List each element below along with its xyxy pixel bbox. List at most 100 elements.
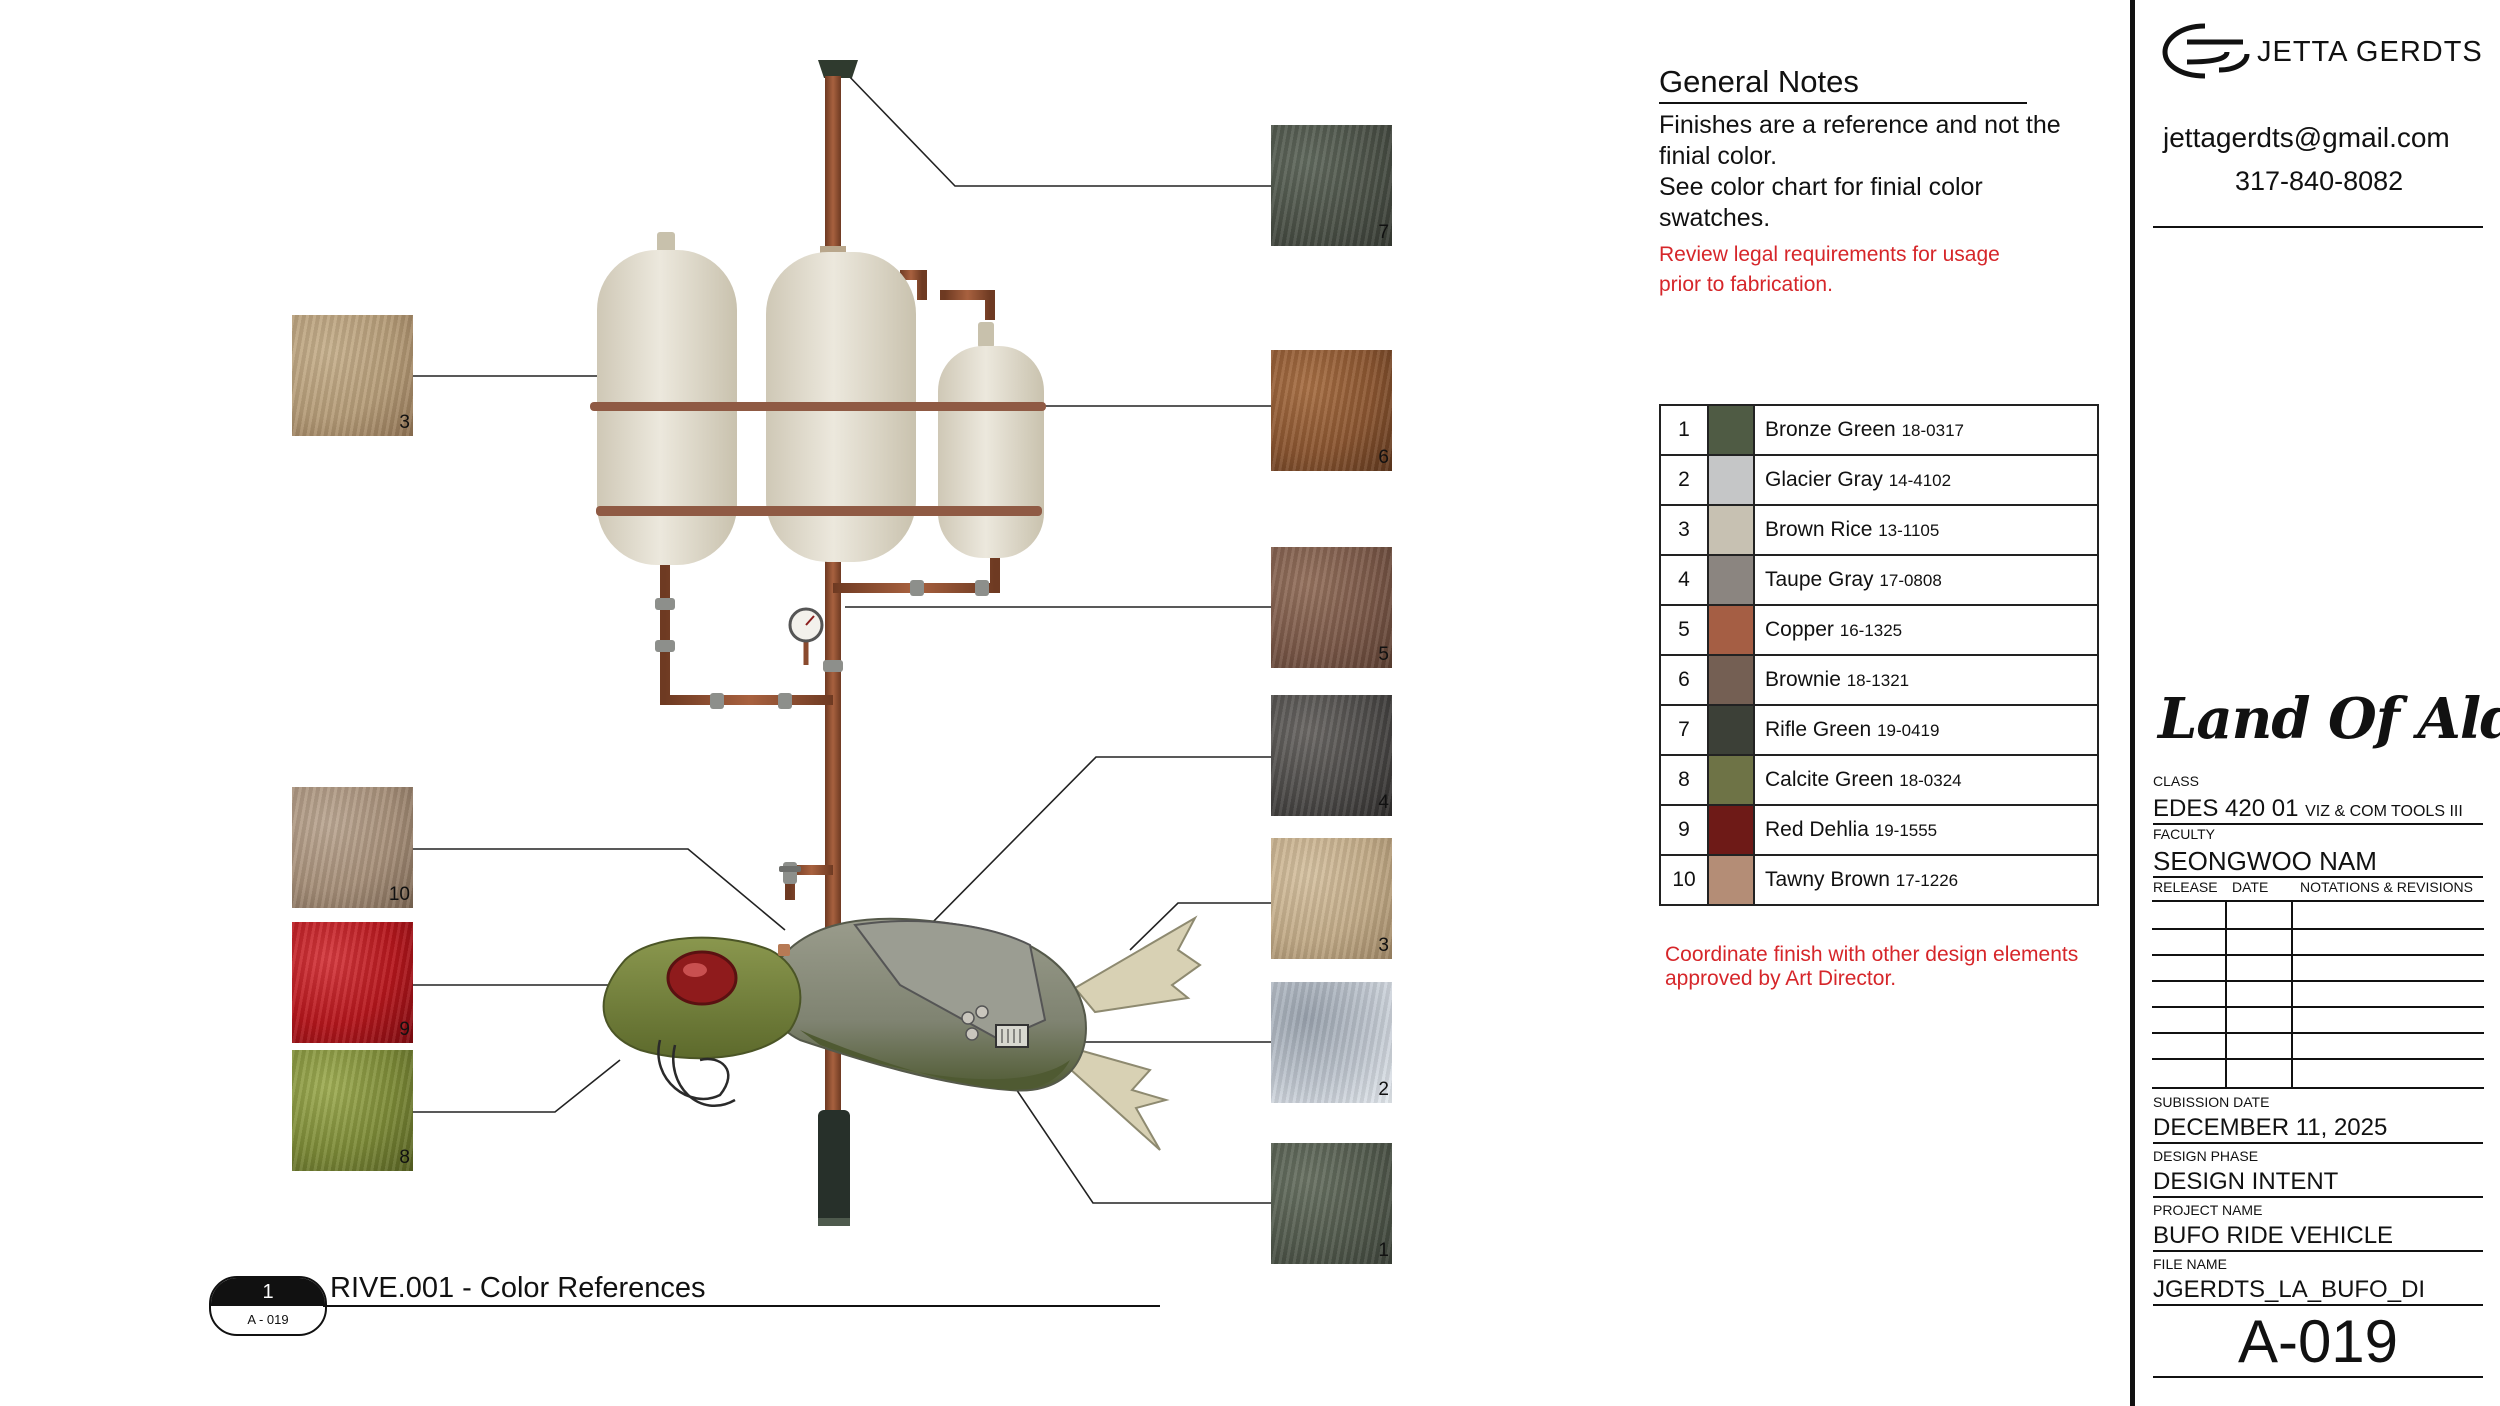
color-code: 13-1105	[1878, 521, 1940, 540]
color-row: 10 Tawny Brown 17-1226	[1659, 854, 2099, 906]
pressure-gauge	[788, 607, 824, 665]
color-chip	[1707, 604, 1755, 656]
general-notes-title: General Notes	[1659, 64, 1859, 99]
swatch-number: 3	[399, 412, 410, 433]
finish-swatch: 5	[1271, 547, 1392, 668]
color-code: 18-0324	[1899, 771, 1962, 790]
faculty-label: FACULTY	[2153, 826, 2215, 842]
swatch-number: 4	[1378, 792, 1389, 813]
view-sheet: A - 019	[247, 1312, 289, 1327]
color-chip	[1707, 854, 1755, 906]
faculty-value: SEONGWOO NAM	[2153, 846, 2377, 876]
color-name-cell: Brownie 18-1321	[1753, 654, 2099, 706]
color-number: 1	[1659, 404, 1709, 456]
swatch-number: 9	[399, 1019, 410, 1040]
coordinate-note: Coordinate finish with other design elem…	[1665, 943, 2078, 991]
rule	[2153, 1250, 2483, 1252]
color-number: 2	[1659, 454, 1709, 506]
designer-phone: 317-840-8082	[2235, 166, 2404, 196]
note-line: Finishes are a reference and not the	[1659, 111, 2061, 139]
designer-email: jettagerdts@gmail.com	[2163, 122, 2450, 153]
release-label: RELEASE	[2153, 879, 2218, 895]
view-callout: 1 A - 019	[209, 1276, 327, 1336]
color-name-cell: Brown Rice 13-1105	[1753, 504, 2099, 556]
bufo-vehicle	[602, 915, 1202, 1151]
project-value: BUFO RIDE VEHICLE	[2153, 1222, 2394, 1249]
color-name: Rifle Green	[1765, 718, 1872, 741]
note-line: swatches.	[1659, 204, 1771, 232]
finish-swatch: 1	[1271, 1143, 1392, 1264]
finish-swatch: 2	[1271, 982, 1392, 1103]
note-line: See color chart for finial color	[1659, 173, 1983, 201]
rule	[2153, 823, 2483, 825]
color-chip	[1707, 754, 1755, 806]
class-value: EDES 420 01 VIZ & COM TOOLS III	[2153, 795, 2463, 823]
color-number: 8	[1659, 754, 1709, 806]
color-name: Copper	[1765, 618, 1834, 641]
color-row: 5 Copper 16-1325	[1659, 604, 2099, 656]
class-label: CLASS	[2153, 773, 2199, 789]
color-name-cell: Red Dehlia 19-1555	[1753, 804, 2099, 856]
finish-swatch: 9	[292, 922, 413, 1043]
color-chip	[1707, 454, 1755, 506]
color-name: Bronze Green	[1765, 418, 1896, 441]
color-chip	[1707, 404, 1755, 456]
brand-logo: Land Of Aldara	[2158, 686, 2500, 752]
finish-swatch: 3	[1271, 838, 1392, 959]
color-row: 6 Brownie 18-1321	[1659, 654, 2099, 706]
rule	[2153, 1304, 2483, 1306]
color-row: 3 Brown Rice 13-1105	[1659, 504, 2099, 556]
color-row: 4 Taupe Gray 17-0808	[1659, 554, 2099, 606]
submission-value: DECEMBER 11, 2025	[2153, 1114, 2388, 1141]
color-code: 14-4102	[1888, 471, 1952, 490]
color-chip	[1707, 504, 1755, 556]
designer-name: JETTA GERDTS	[2257, 36, 2483, 68]
revision-grid	[2152, 900, 2484, 1089]
color-name: Glacier Gray	[1765, 468, 1883, 491]
swatch-number: 2	[1378, 1079, 1389, 1100]
color-name-cell: Tawny Brown 17-1226	[1753, 854, 2099, 906]
finish-swatch: 6	[1271, 350, 1392, 471]
designer-logo	[2162, 23, 2250, 79]
color-number: 6	[1659, 654, 1709, 706]
color-chip	[1707, 654, 1755, 706]
legal-note: Review legal requirements for usage	[1659, 243, 2000, 266]
phase-label: DESIGN PHASE	[2153, 1148, 2259, 1164]
color-name-cell: Taupe Gray 17-0808	[1753, 554, 2099, 606]
swatch-number: 5	[1378, 644, 1389, 665]
project-label: PROJECT NAME	[2153, 1202, 2263, 1218]
rule	[2153, 1142, 2483, 1144]
color-name: Red Dehlia	[1765, 818, 1869, 841]
view-title-rule	[323, 1305, 1160, 1307]
color-code: 16-1325	[1839, 621, 1903, 640]
color-code: 19-1555	[1874, 821, 1938, 840]
color-name-cell: Glacier Gray 14-4102	[1753, 454, 2099, 506]
color-name: Calcite Green	[1765, 768, 1894, 791]
color-code: 18-1321	[1846, 671, 1910, 690]
coordinate-note-line: Coordinate finish with other design elem…	[1665, 943, 2079, 966]
note-line: finial color.	[1659, 142, 1778, 170]
swatch-number: 6	[1378, 447, 1389, 468]
color-number: 5	[1659, 604, 1709, 656]
color-chip	[1707, 804, 1755, 856]
submission-label: SUBISSION DATE	[2153, 1094, 2270, 1110]
color-code: 17-0808	[1879, 571, 1942, 590]
color-number: 7	[1659, 704, 1709, 756]
color-name: Brown Rice	[1765, 518, 1873, 541]
swatch-number: 7	[1378, 222, 1389, 243]
color-number: 3	[1659, 504, 1709, 556]
color-number: 10	[1659, 854, 1709, 906]
color-row: 2 Glacier Gray 14-4102	[1659, 454, 2099, 506]
color-number: 4	[1659, 554, 1709, 606]
finish-swatch: 10	[292, 787, 413, 908]
color-chip	[1707, 554, 1755, 606]
class-sub: VIZ & COM TOOLS III	[2305, 803, 2463, 820]
file-label: FILE NAME	[2153, 1256, 2227, 1272]
sheet-number: A-019	[2237, 1308, 2399, 1375]
valve	[779, 862, 801, 884]
contact-rule	[2153, 226, 2483, 228]
view-title: RIVE.001 - Color References	[330, 1272, 706, 1304]
